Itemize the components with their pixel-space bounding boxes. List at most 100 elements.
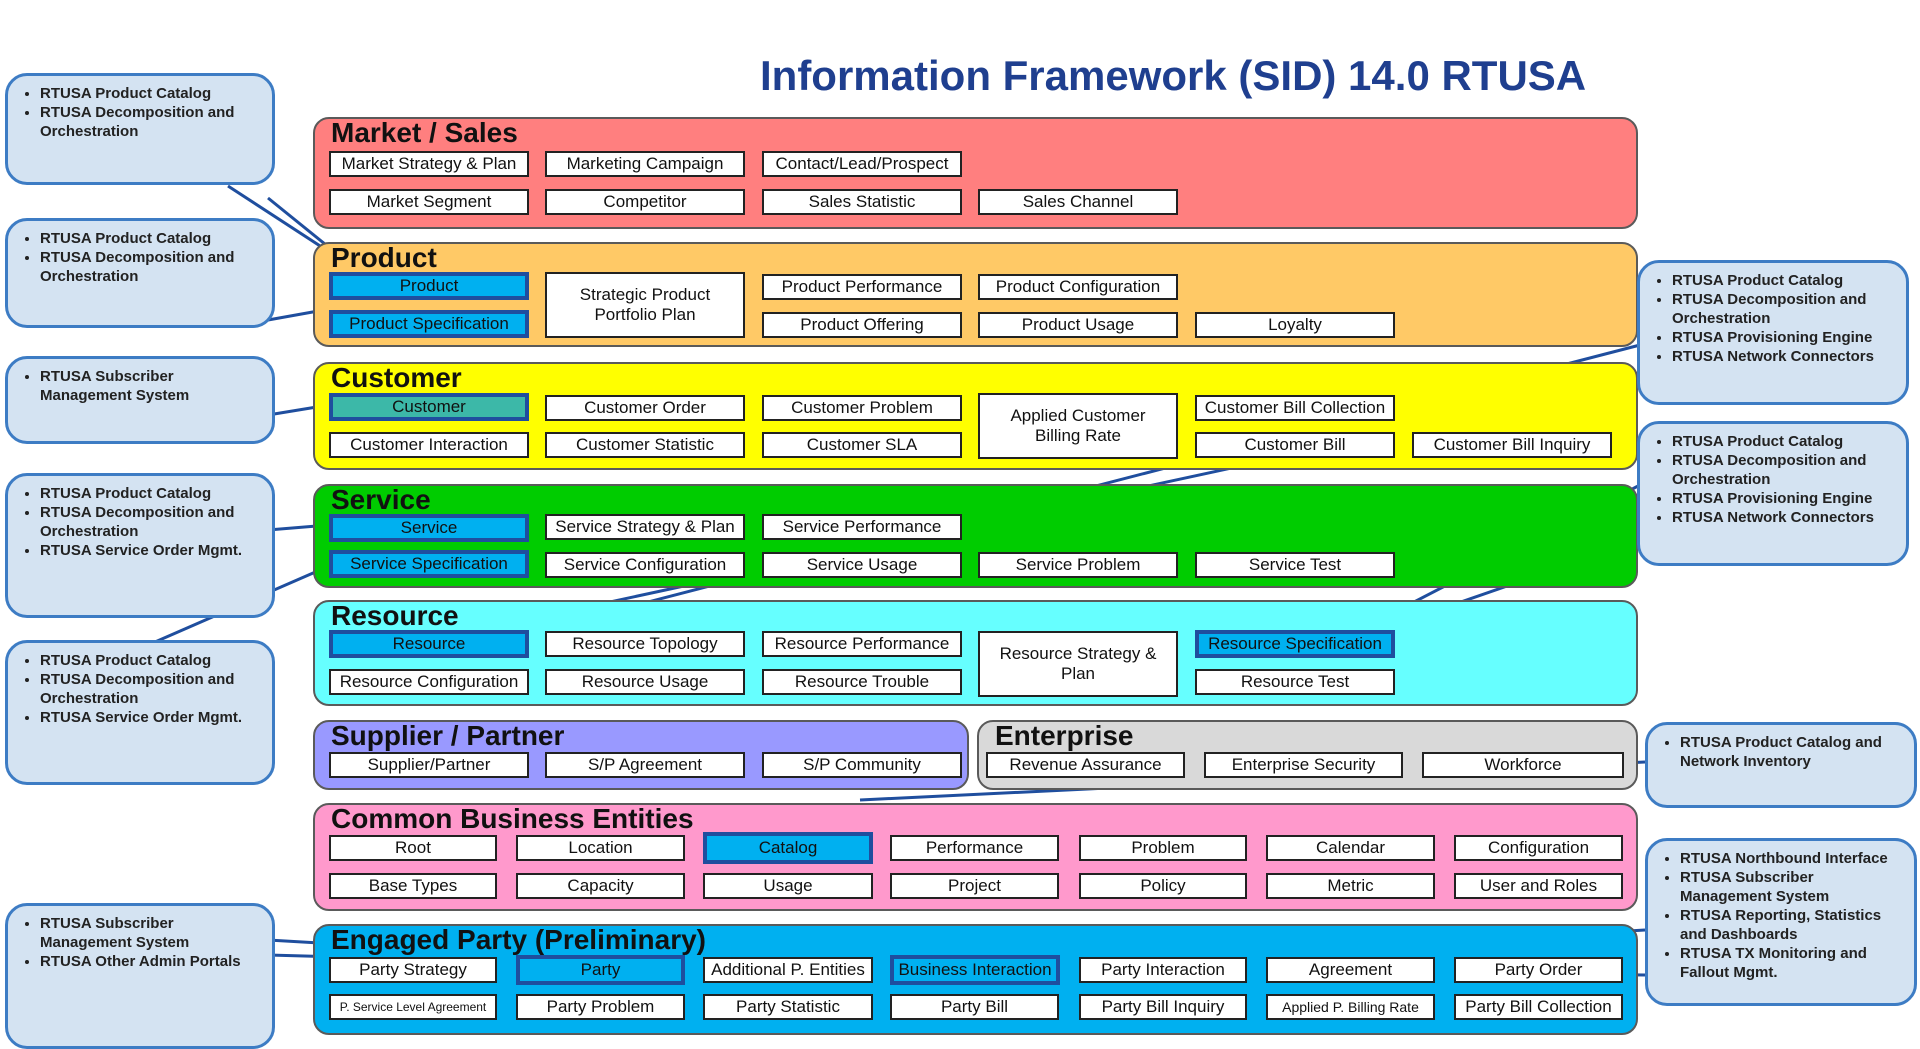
entity-service-usage: Service Usage: [762, 552, 962, 578]
callout-item: RTUSA Product Catalog: [1672, 271, 1896, 290]
callout-item: RTUSA Product Catalog: [40, 484, 262, 503]
callout-list: RTUSA Subscriber Management SystemRTUSA …: [22, 914, 262, 971]
entity-resource-topology: Resource Topology: [545, 631, 745, 657]
entity-party-strategy: Party Strategy: [329, 957, 497, 983]
entity-customer-statistic: Customer Statistic: [545, 432, 745, 458]
callout-item: RTUSA Decomposition and Orchestration: [1672, 290, 1896, 328]
callout-list: RTUSA Product CatalogRTUSA Decomposition…: [22, 229, 262, 286]
entity-contact-lead-prospect: Contact/Lead/Prospect: [762, 151, 962, 177]
domain-market: Market / Sales: [313, 117, 1638, 229]
entity-party: Party: [516, 955, 685, 985]
callout-item: RTUSA Product Catalog: [40, 651, 262, 670]
domain-title: Engaged Party (Preliminary): [331, 924, 707, 955]
callout-c7: RTUSA Product CatalogRTUSA Decomposition…: [1637, 260, 1909, 405]
callout-item: RTUSA Decomposition and Orchestration: [1672, 451, 1896, 489]
callout-item: RTUSA Network Connectors: [1672, 347, 1896, 366]
entity-revenue-assurance: Revenue Assurance: [986, 752, 1185, 778]
entity-configuration: Configuration: [1454, 835, 1623, 861]
callout-item: RTUSA Subscriber Management System: [40, 914, 262, 952]
callout-item: RTUSA Product Catalog and Network Invent…: [1680, 733, 1904, 771]
callout-c9: RTUSA Product Catalog and Network Invent…: [1645, 722, 1917, 808]
entity-party-bill-collection: Party Bill Collection: [1454, 994, 1623, 1020]
callout-c1: RTUSA Product CatalogRTUSA Decomposition…: [5, 73, 275, 185]
callout-list: RTUSA Product CatalogRTUSA Decomposition…: [1654, 432, 1896, 527]
callout-list: RTUSA Product Catalog and Network Invent…: [1662, 733, 1904, 771]
domain-customer: Customer: [313, 362, 1638, 470]
domain-service: Service: [313, 484, 1638, 588]
entity-customer-interaction: Customer Interaction: [329, 432, 529, 458]
entity-policy: Policy: [1079, 873, 1247, 899]
entity-marketing-campaign: Marketing Campaign: [545, 151, 745, 177]
callout-item: RTUSA Reporting, Statistics and Dashboar…: [1680, 906, 1904, 944]
entity-resource-configuration: Resource Configuration: [329, 669, 529, 695]
domain-title: Common Business Entities: [331, 803, 694, 834]
entity-applied-customer-billing-rate: Applied Customer Billing Rate: [978, 393, 1178, 459]
domain-title: Resource: [331, 600, 459, 631]
callout-item: RTUSA Network Connectors: [1672, 508, 1896, 527]
entity-supplier-partner: Supplier/Partner: [329, 752, 529, 778]
domain-title: Product: [331, 242, 437, 273]
callout-item: RTUSA Decomposition and Orchestration: [40, 103, 262, 141]
entity-workforce: Workforce: [1422, 752, 1624, 778]
entity-base-types: Base Types: [329, 873, 497, 899]
entity-competitor: Competitor: [545, 189, 745, 215]
entity-product-configuration: Product Configuration: [978, 274, 1178, 300]
callout-c8: RTUSA Product CatalogRTUSA Decomposition…: [1637, 421, 1909, 566]
callout-item: RTUSA Product Catalog: [1672, 432, 1896, 451]
entity-root: Root: [329, 835, 497, 861]
callout-c6: RTUSA Subscriber Management SystemRTUSA …: [5, 903, 275, 1049]
callout-item: RTUSA Decomposition and Orchestration: [40, 670, 262, 708]
entity-catalog: Catalog: [703, 832, 873, 864]
entity-product-offering: Product Offering: [762, 312, 962, 338]
entity-customer-bill-inquiry: Customer Bill Inquiry: [1412, 432, 1612, 458]
entity-p-service-level-agreement: P. Service Level Agreement: [329, 994, 497, 1020]
callout-c4: RTUSA Product CatalogRTUSA Decomposition…: [5, 473, 275, 618]
entity-customer-sla: Customer SLA: [762, 432, 962, 458]
callout-item: RTUSA Service Order Mgmt.: [40, 708, 262, 727]
domain-title: Market / Sales: [331, 117, 518, 148]
entity-resource-specification: Resource Specification: [1195, 630, 1395, 658]
domain-product: Product: [313, 242, 1638, 347]
callout-item: RTUSA Northbound Interface: [1680, 849, 1904, 868]
entity-performance: Performance: [890, 835, 1059, 861]
domain-title: Enterprise: [995, 720, 1134, 751]
entity-service-performance: Service Performance: [762, 514, 962, 540]
callout-item: RTUSA Provisioning Engine: [1672, 328, 1896, 347]
entity-agreement: Agreement: [1266, 957, 1435, 983]
entity-customer-bill: Customer Bill: [1195, 432, 1395, 458]
entity-party-bill: Party Bill: [890, 994, 1059, 1020]
callout-c3: RTUSA Subscriber Management System: [5, 356, 275, 444]
callout-c5: RTUSA Product CatalogRTUSA Decomposition…: [5, 640, 275, 785]
entity-party-problem: Party Problem: [516, 994, 685, 1020]
entity-party-bill-inquiry: Party Bill Inquiry: [1079, 994, 1247, 1020]
entity-business-interaction: Business Interaction: [890, 955, 1060, 985]
callout-item: RTUSA Decomposition and Orchestration: [40, 503, 262, 541]
entity-additional-p-entities: Additional P. Entities: [703, 957, 873, 983]
callout-item: RTUSA Subscriber Management System: [40, 367, 262, 405]
entity-service-test: Service Test: [1195, 552, 1395, 578]
callout-list: RTUSA Subscriber Management System: [22, 367, 262, 405]
entity-sales-channel: Sales Channel: [978, 189, 1178, 215]
entity-resource-trouble: Resource Trouble: [762, 669, 962, 695]
entity-product-performance: Product Performance: [762, 274, 962, 300]
entity-party-statistic: Party Statistic: [703, 994, 873, 1020]
callout-list: RTUSA Product CatalogRTUSA Decomposition…: [22, 651, 262, 727]
entity-product: Product: [329, 272, 529, 300]
callout-item: RTUSA Subscriber Management System: [1680, 868, 1904, 906]
entity-project: Project: [890, 873, 1059, 899]
entity-capacity: Capacity: [516, 873, 685, 899]
entity-resource: Resource: [329, 630, 529, 658]
callout-list: RTUSA Product CatalogRTUSA Decomposition…: [1654, 271, 1896, 366]
entity-customer-bill-collection: Customer Bill Collection: [1195, 395, 1395, 421]
entity-loyalty: Loyalty: [1195, 312, 1395, 338]
entity-sales-statistic: Sales Statistic: [762, 189, 962, 215]
entity-problem: Problem: [1079, 835, 1247, 861]
entity-market-segment: Market Segment: [329, 189, 529, 215]
entity-resource-test: Resource Test: [1195, 669, 1395, 695]
entity-market-strategy-plan: Market Strategy & Plan: [329, 151, 529, 177]
diagram-title: Information Framework (SID) 14.0 RTUSA: [760, 52, 1587, 99]
domain-resource: Resource: [313, 600, 1638, 706]
entity-user-and-roles: User and Roles: [1454, 873, 1623, 899]
entity-strategic-product-portfolio-plan: Strategic Product Portfolio Plan: [545, 272, 745, 338]
callout-item: RTUSA Decomposition and Orchestration: [40, 248, 262, 286]
